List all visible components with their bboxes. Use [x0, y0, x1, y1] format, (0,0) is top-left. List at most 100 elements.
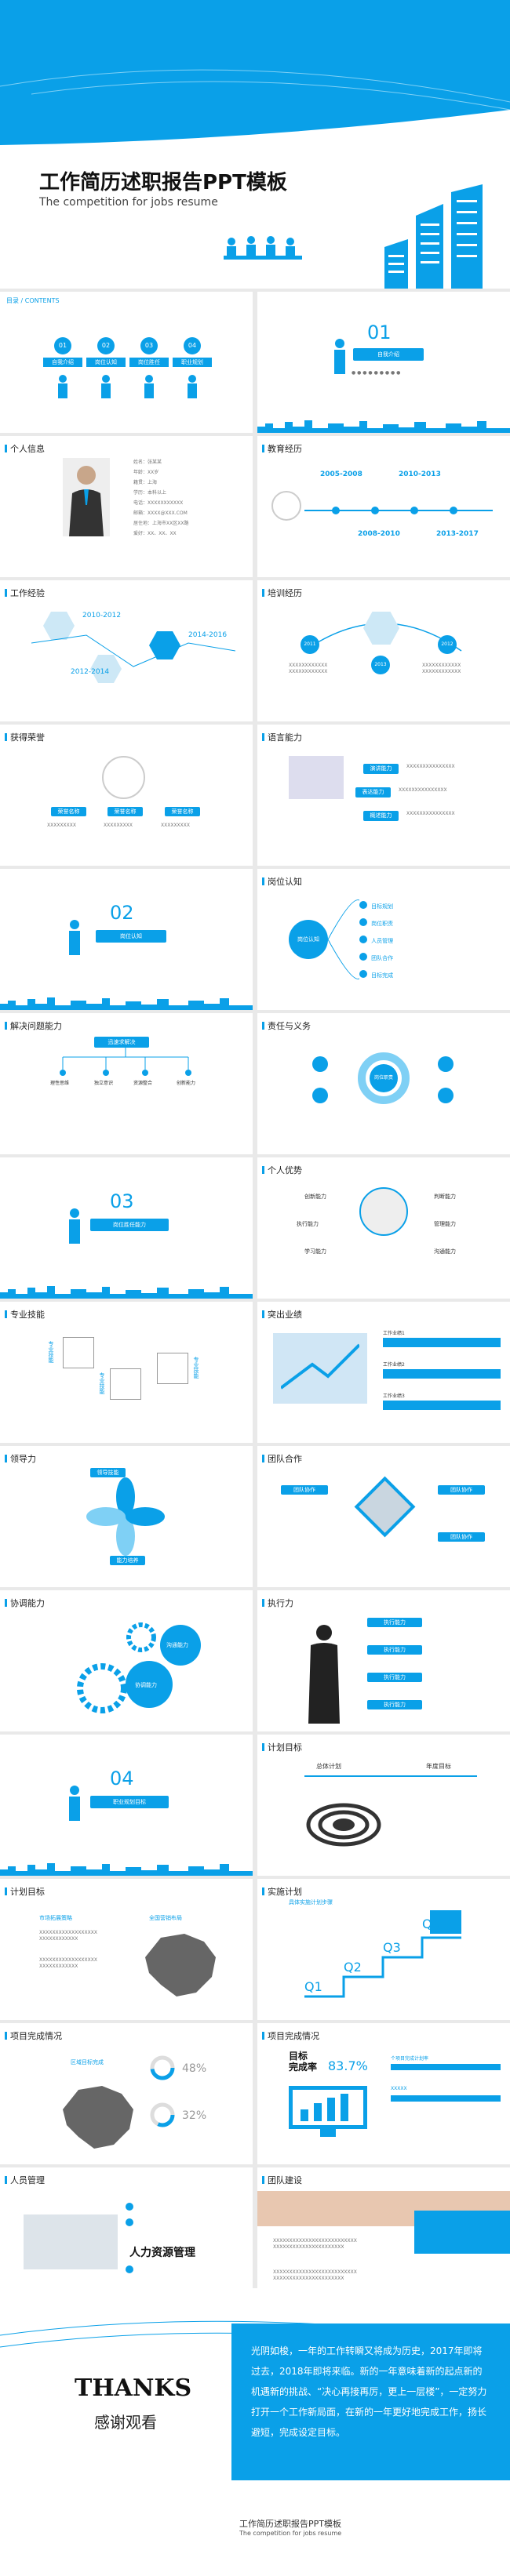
branch-label: 资源整合 — [133, 1081, 153, 1086]
meeting-people-icon — [224, 236, 302, 260]
percent-value: 48% — [182, 2062, 207, 2075]
achievement-slide: 突出业绩 工作业绩1 工作业绩2 工作业绩3 — [257, 1302, 510, 1443]
school-image — [271, 491, 301, 521]
toc-item[interactable]: 02 岗位认知 — [86, 337, 126, 401]
slide-title: 人员管理 — [5, 2174, 45, 2186]
duty-dot — [438, 1088, 454, 1103]
achievement-item: 工作业绩2 — [383, 1361, 501, 1379]
desc-text: XXXXXXXXXXXX XXXXXXXXXXXX — [289, 663, 328, 674]
hr-image — [24, 2214, 118, 2269]
info-list: 姓名：张某某 年龄：XX岁 籍贯：上海 学历：本科以上 电话：XXXXXXXXX… — [133, 460, 188, 541]
award-image — [102, 756, 145, 799]
plan-label: 年度目标 — [426, 1763, 451, 1770]
award-label: 荣誉名称 — [165, 807, 200, 816]
training-year: 2012 — [438, 635, 457, 654]
branch-dot — [103, 1070, 109, 1076]
center-circle: 岗位认知 — [289, 920, 328, 959]
top-label: 迅速求解决 — [94, 1037, 149, 1048]
branch-label: 理性思维 — [50, 1081, 70, 1086]
toc-num: 03 — [140, 337, 158, 354]
slide-title: 培训经历 — [262, 587, 302, 599]
info-row: 邮箱：XXXX@XXX.COM — [133, 510, 188, 516]
person-icon — [58, 375, 67, 398]
section-label: 岗位胜任能力 — [90, 1219, 169, 1231]
training-year: 2011 — [301, 635, 319, 654]
skill-box — [157, 1353, 188, 1384]
slide-title: 语言能力 — [262, 731, 302, 743]
person-icon — [69, 920, 80, 955]
exec-label: 执行能力 — [367, 1700, 422, 1709]
language-label: 表达能力 — [355, 787, 391, 798]
monitor-chart-icon — [289, 2086, 367, 2137]
section-03-slide: 03 岗位胜任能力 — [0, 1157, 253, 1299]
petal-icon — [86, 1477, 165, 1556]
toc-item[interactable]: 03 岗位胜任 — [129, 337, 169, 401]
donut-chart — [150, 2102, 175, 2127]
quarter-label: Q4 — [422, 1917, 440, 1931]
toc-label: 岗位胜任 — [129, 358, 169, 367]
thanks-text: THANKS — [75, 2374, 192, 2402]
toc-item[interactable]: 01 自我介绍 — [43, 337, 82, 401]
slide-title: 个人优势 — [262, 1164, 302, 1176]
slide-title: 计划目标 — [5, 1885, 45, 1898]
china-map-icon — [145, 1934, 216, 1996]
exec-label: 执行能力 — [367, 1618, 422, 1627]
slide-title: 计划目标 — [262, 1741, 302, 1753]
ending-slide: THANKS 感谢观看 光阴如梭，一年的工作转瞬又将成为历史，2017年即将过去… — [0, 2288, 510, 2576]
portrait-image — [63, 458, 110, 536]
training-slide: 培训经历 2011 2012 2013 XXXXXXXXXXXX XXXXXXX… — [257, 580, 510, 721]
progress-item: 个项目完成计划率 — [391, 2056, 429, 2062]
section-num: 04 — [110, 1768, 134, 1789]
desc-text: XXXXXXXXXXXXXXX — [406, 764, 455, 769]
section-bullets: ● ● ● ● ● ● ● ● ● — [352, 370, 401, 376]
info-row: 学历：本科以上 — [133, 490, 167, 496]
work-slide: 工作经验 2010-2012 2014-2016 2012-2014 — [0, 580, 253, 721]
exec-label: 执行能力 — [367, 1673, 422, 1682]
info-row: 姓名：张某某 — [133, 460, 162, 465]
team-band — [414, 2211, 510, 2254]
cognition-item: 目标规划 — [359, 896, 393, 914]
slide-title: 获得荣誉 — [5, 731, 45, 743]
slide-title: 项目完成情况 — [262, 2029, 319, 2042]
toc-num: 02 — [97, 337, 115, 354]
toc-item[interactable]: 04 职业规划 — [173, 337, 212, 401]
adv-label: 判断能力 — [434, 1194, 456, 1200]
branch-dot — [60, 1070, 66, 1076]
leader-label: 能力培养 — [110, 1556, 145, 1565]
toc-num: 04 — [184, 337, 201, 354]
duty-dot — [312, 1088, 328, 1103]
info-row: 年龄：XX岁 — [133, 470, 159, 475]
section-num: 03 — [110, 1190, 134, 1212]
desc-text: XXXXXXXXXXXXXXXXXXXXXXXXXX XXXXXXXXXXXXX… — [273, 2269, 357, 2281]
section-num: 01 — [367, 322, 392, 343]
target-icon — [306, 1803, 381, 1847]
footer-title: 工作简历述职报告PPT模板 — [239, 2519, 341, 2529]
photo-hex — [149, 631, 180, 659]
skyline-icon — [0, 1863, 253, 1876]
toc-label: 岗位认知 — [86, 358, 126, 367]
achievement-item: 工作业绩1 — [383, 1329, 501, 1347]
region-label: 区域目标完成 — [71, 2059, 104, 2066]
slide-title: 协调能力 — [5, 1597, 45, 1609]
team-label: 团队协作 — [438, 1485, 485, 1495]
team-label: 团队协作 — [438, 1532, 485, 1542]
plan2-label: 全国营销布局 — [149, 1915, 182, 1921]
award-label: 荣誉名称 — [107, 807, 143, 816]
team-diamond — [354, 1476, 416, 1538]
skill-box — [110, 1368, 141, 1400]
info-row: 籍贯：上海 — [133, 480, 158, 485]
skyline-icon — [0, 1286, 253, 1299]
adv-label: 学习能力 — [304, 1248, 326, 1255]
skill-box — [63, 1337, 94, 1368]
section-num: 02 — [110, 902, 134, 924]
person-icon — [69, 1786, 80, 1821]
work-zigzag — [31, 634, 235, 667]
building-icon — [384, 184, 483, 289]
plan-goal-slide: 计划目标 总体计划 年度目标 — [257, 1735, 510, 1876]
hr-dot — [126, 2203, 133, 2211]
toc-label: 自我介绍 — [43, 358, 82, 367]
section-label: 岗位认知 — [96, 930, 166, 943]
cover-slide: 工作简历述职报告PPT模板 The competition for jobs r… — [0, 0, 510, 289]
person-icon — [144, 375, 154, 398]
branch-label: 独立意识 — [94, 1081, 114, 1086]
